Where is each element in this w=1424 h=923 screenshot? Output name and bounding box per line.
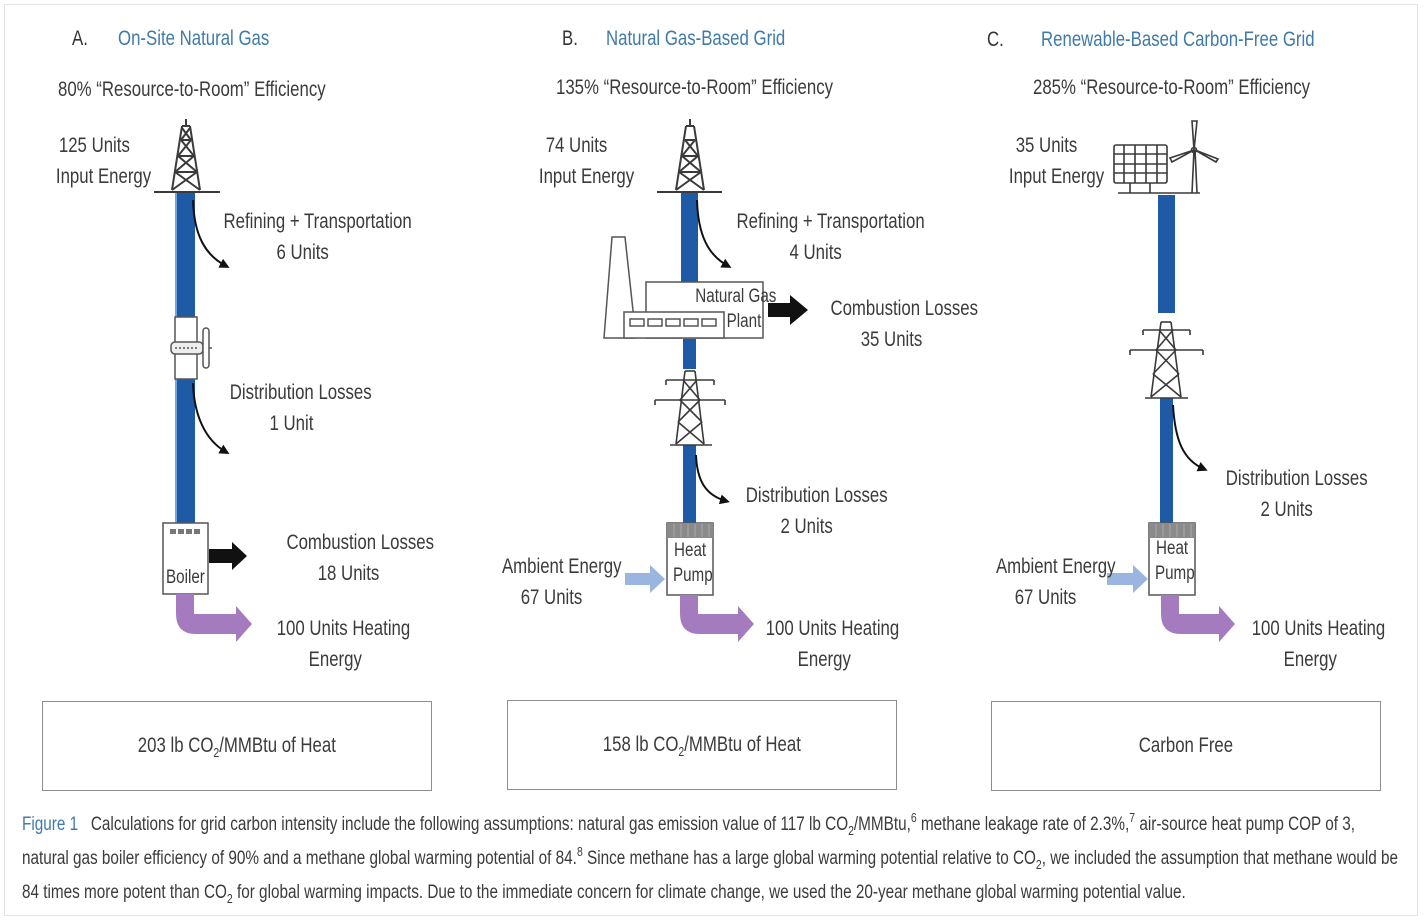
power-plant-icon: [603, 236, 764, 339]
panel-b-title: Natural Gas-Based Grid: [606, 27, 786, 50]
boiler-label: Boiler: [166, 567, 205, 588]
power-line: [1158, 195, 1175, 313]
loss-arrow: [696, 199, 732, 268]
ambient-energy-arrow: [1107, 565, 1148, 593]
heating-output-arrow: [1161, 595, 1235, 642]
heating-output-arrow: [176, 594, 252, 642]
loss-arrow: [192, 199, 230, 268]
panel-a-graphics: [154, 119, 252, 642]
carbon-intensity-box-a: 203 lb CO2/MMBtu of Heat: [42, 701, 432, 791]
oil-derrick-icon: [657, 119, 722, 193]
heat-pump-icon: [1148, 522, 1196, 596]
loss-arrow: [192, 382, 230, 454]
panel-a-letter: A.: [72, 27, 88, 50]
ambient-energy-arrow: [625, 565, 665, 593]
heat-pump-icon: [666, 522, 714, 596]
figure-caption: Figure 1 Calculations for grid carbon in…: [22, 810, 1399, 906]
panel-b-efficiency: 135% “Resource-to-Room” Efficiency: [556, 76, 833, 99]
panel-c-efficiency: 285% “Resource-to-Room” Efficiency: [1033, 76, 1310, 99]
figure-label: Figure 1: [22, 814, 79, 835]
transmission-tower-icon: [1129, 321, 1204, 399]
panel-c-letter: C.: [987, 28, 1004, 51]
solar-wind-icon: [1113, 120, 1220, 194]
gas-pipe: [681, 192, 698, 284]
power-line: [683, 339, 696, 369]
heating-output-arrow: [680, 595, 754, 642]
panel-c-graphics: [1107, 120, 1235, 642]
panel-a-title: On-Site Natural Gas: [118, 27, 270, 50]
panel-b-letter: B.: [562, 27, 578, 50]
oil-derrick-icon: [154, 119, 220, 193]
carbon-intensity-box-c: Carbon Free: [991, 701, 1381, 791]
figure-frame: [4, 4, 1418, 916]
combustion-loss-arrow: [209, 542, 247, 570]
panel-b-graphics: [603, 119, 808, 642]
panel-a-efficiency: 80% “Resource-to-Room” Efficiency: [58, 78, 326, 101]
combustion-loss-arrow: [768, 295, 808, 325]
loss-arrow: [1172, 404, 1208, 472]
gas-valve-icon: [170, 316, 212, 380]
power-line: [683, 445, 696, 525]
transmission-tower-icon: [654, 370, 726, 446]
loss-arrow: [695, 454, 730, 505]
power-line: [1160, 398, 1173, 524]
panel-c-title: Renewable-Based Carbon-Free Grid: [1041, 28, 1315, 51]
carbon-intensity-box-b: 158 lb CO2/MMBtu of Heat: [507, 700, 897, 790]
